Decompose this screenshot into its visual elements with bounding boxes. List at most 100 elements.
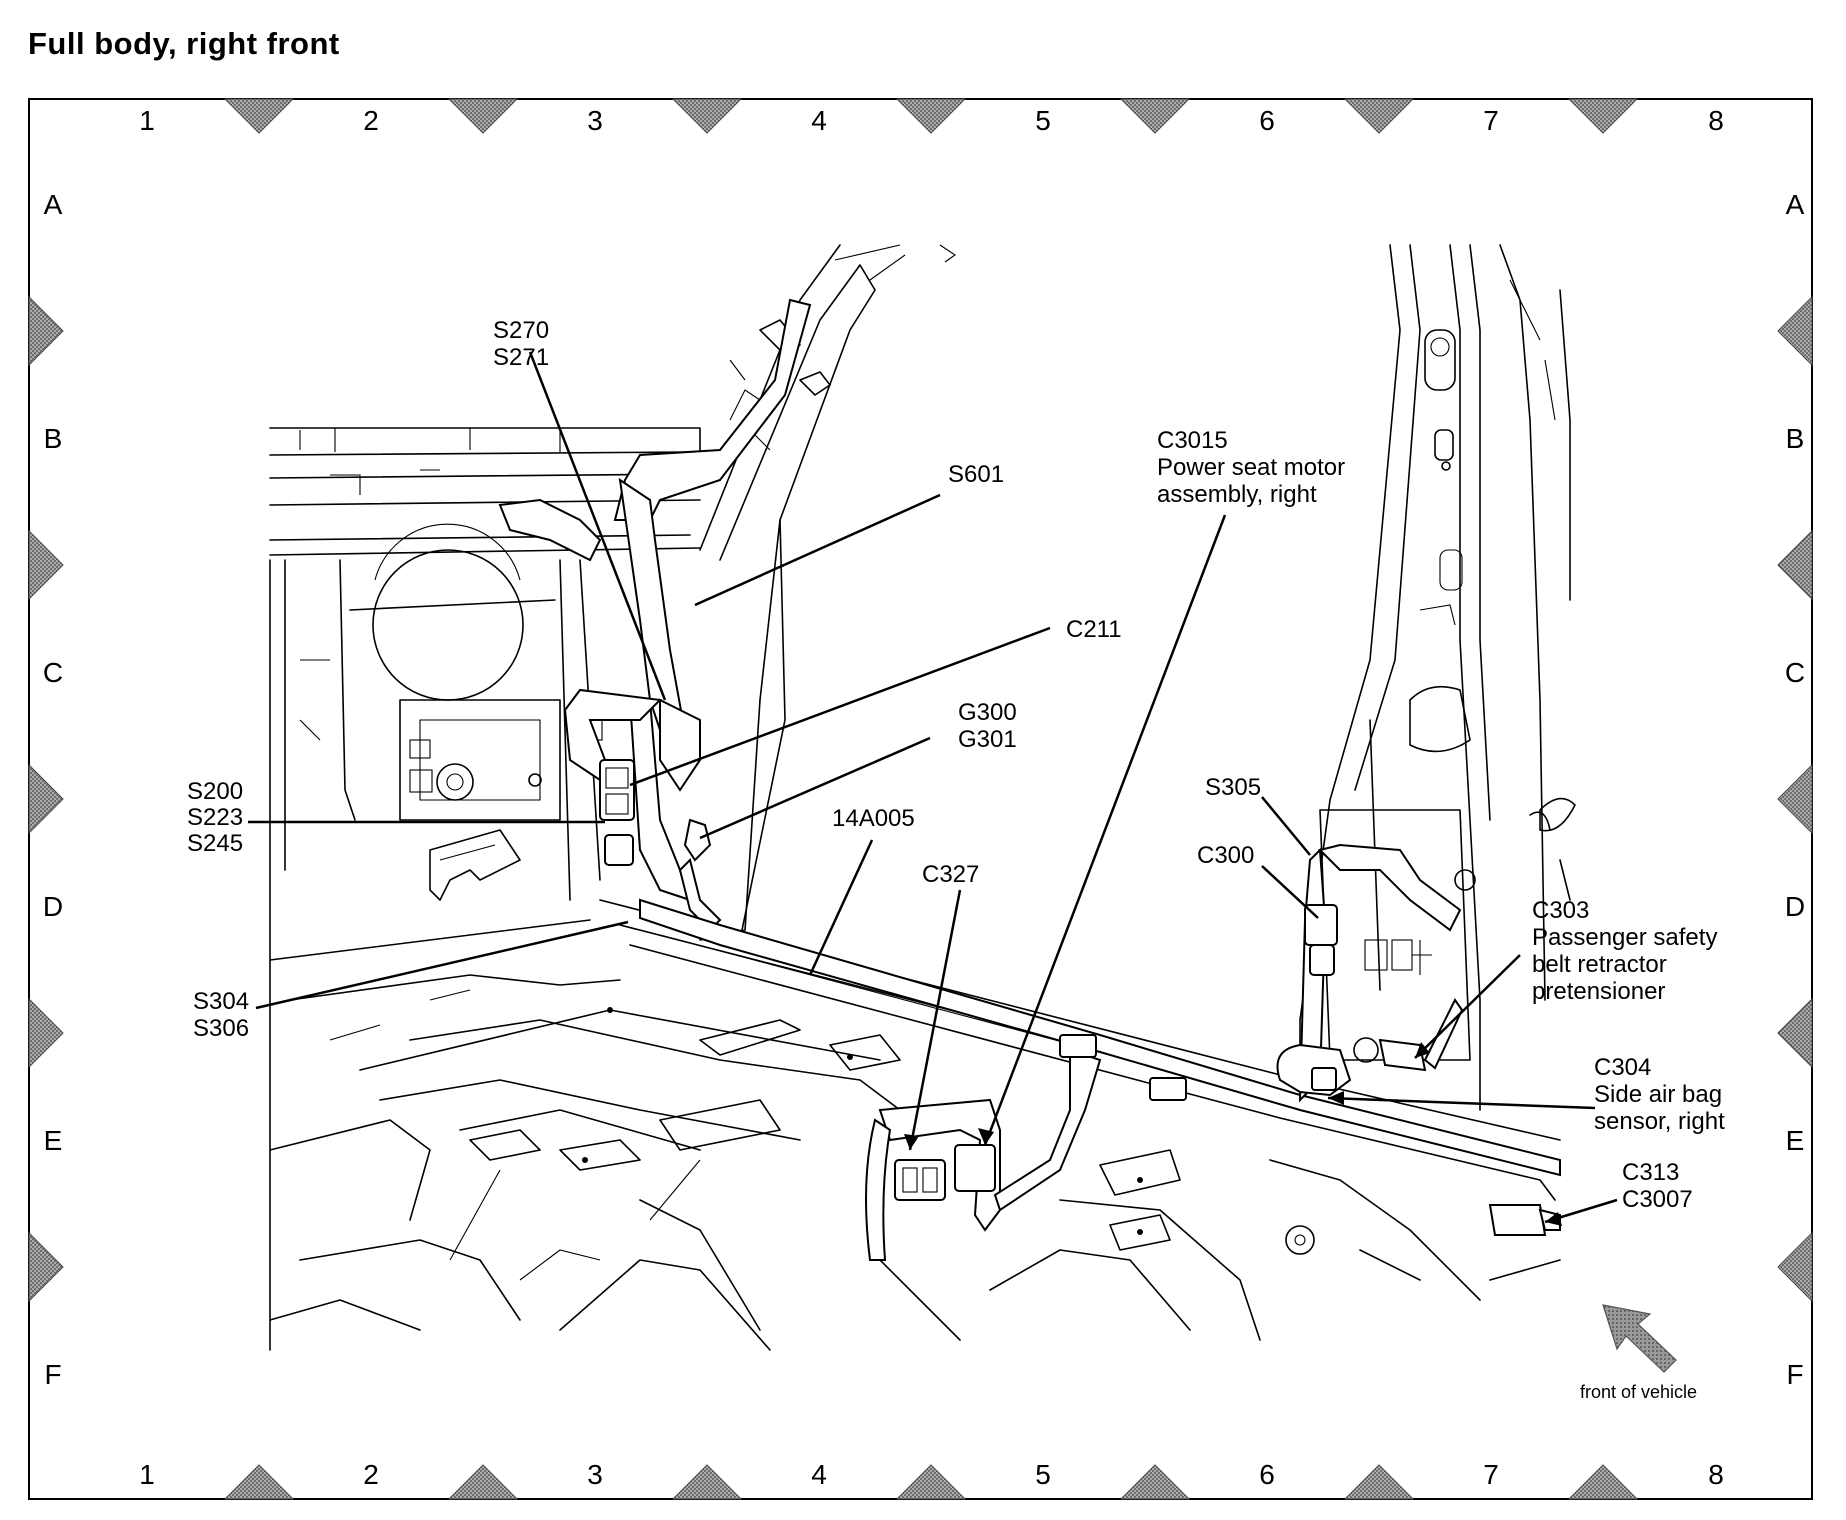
col-label-bottom-1: 1 xyxy=(139,1459,155,1490)
leader-14a005 xyxy=(808,839,874,976)
leader-c3015 xyxy=(983,514,1227,1146)
col-label-bottom-5: 5 xyxy=(1035,1459,1051,1490)
col-label-top-3: 3 xyxy=(587,105,603,136)
triangle-marker-icon xyxy=(223,98,295,134)
label-s200-line1: S200 xyxy=(187,778,243,805)
triangle-marker-icon xyxy=(671,98,743,134)
label-s601-line1: S601 xyxy=(948,461,1004,488)
triangle-marker-icon xyxy=(447,1464,519,1500)
leader-s304 xyxy=(255,920,629,1010)
label-14a005-line1: 14A005 xyxy=(832,805,915,832)
triangle-marker-icon xyxy=(1777,295,1813,367)
label-c300-line1: C300 xyxy=(1197,842,1254,869)
label-c3015-line3: assembly, right xyxy=(1157,481,1317,508)
triangle-marker-icon xyxy=(1119,1464,1191,1500)
triangle-marker-icon xyxy=(28,997,64,1069)
label-c303: C303 Passenger safety belt retractor pre… xyxy=(1532,897,1724,1005)
triangle-marker-icon xyxy=(1343,98,1415,134)
label-c3015: C3015 Power seat motor assembly, right xyxy=(1157,427,1352,508)
row-label-left-c: C xyxy=(43,657,63,688)
label-g300: G300 G301 xyxy=(958,699,1023,753)
triangle-marker-icon xyxy=(28,295,64,367)
label-c300: C300 xyxy=(1197,842,1254,869)
col-label-top-4: 4 xyxy=(811,105,827,136)
triangle-marker-icon xyxy=(28,763,64,835)
row-label-left-a: A xyxy=(44,189,63,220)
label-s601: S601 xyxy=(948,461,1004,488)
col-label-top-6: 6 xyxy=(1259,105,1275,136)
label-s200-line2: S223 xyxy=(187,804,243,831)
triangle-marker-icon xyxy=(1567,1464,1639,1500)
row-label-left-d: D xyxy=(43,891,63,922)
row-label-right-d: D xyxy=(1785,891,1805,922)
wiring-harness xyxy=(498,298,1561,1261)
label-c211-line1: C211 xyxy=(1066,616,1122,643)
col-label-bottom-3: 3 xyxy=(587,1459,603,1490)
leader-c300 xyxy=(1261,865,1319,919)
leader-s601 xyxy=(694,493,941,607)
label-s304-line2: S306 xyxy=(193,1015,249,1042)
label-c303-line2: Passenger safety xyxy=(1532,924,1717,951)
label-s270: S270 S271 xyxy=(493,317,556,371)
triangle-marker-icon xyxy=(223,1464,295,1500)
triangle-marker-icon xyxy=(671,1464,743,1500)
triangle-marker-icon xyxy=(1567,98,1639,134)
label-c303-line4: pretensioner xyxy=(1532,978,1665,1005)
label-s304-line1: S304 xyxy=(193,988,249,1015)
leader-s305 xyxy=(1261,796,1311,856)
col-label-top-5: 5 xyxy=(1035,105,1051,136)
row-label-right-e: E xyxy=(1786,1125,1805,1156)
page-title: Full body, right front xyxy=(28,26,340,61)
row-label-right-a: A xyxy=(1786,189,1805,220)
label-c327: C327 xyxy=(922,861,979,888)
triangle-marker-icon xyxy=(895,1464,967,1500)
col-label-bottom-7: 7 xyxy=(1483,1459,1499,1490)
leader-lines xyxy=(248,351,1618,1226)
leader-c211 xyxy=(629,626,1051,787)
label-c313: C313 C3007 xyxy=(1622,1159,1693,1213)
label-s270-line2: S271 xyxy=(493,344,549,371)
leader-c304 xyxy=(1327,1096,1596,1110)
row-label-left-b: B xyxy=(44,423,63,454)
label-c211: C211 xyxy=(1066,616,1122,643)
triangle-marker-icon xyxy=(1343,1464,1415,1500)
col-label-top-7: 7 xyxy=(1483,105,1499,136)
label-c304-line1: C304 xyxy=(1594,1054,1651,1081)
triangle-marker-icon xyxy=(1777,529,1813,601)
triangle-marker-icon xyxy=(1777,763,1813,835)
label-c3015-line1: C3015 xyxy=(1157,427,1228,454)
label-c303-line3: belt retractor xyxy=(1532,951,1667,978)
label-s305: S305 xyxy=(1205,774,1261,801)
row-label-right-b: B xyxy=(1786,423,1805,454)
col-label-top-2: 2 xyxy=(363,105,379,136)
label-g300-line1: G300 xyxy=(958,699,1017,726)
label-c303-line1: C303 xyxy=(1532,897,1589,924)
triangle-marker-icon xyxy=(1119,98,1191,134)
label-s200-line3: S245 xyxy=(187,830,243,857)
label-c313-line1: C313 xyxy=(1622,1159,1679,1186)
triangle-marker-icon xyxy=(1777,997,1813,1069)
grid-labels: 1 2 3 4 5 6 7 8 1 2 3 4 5 6 7 8 A B C D … xyxy=(43,105,1805,1490)
col-label-bottom-8: 8 xyxy=(1708,1459,1724,1490)
col-label-bottom-2: 2 xyxy=(363,1459,379,1490)
col-label-bottom-6: 6 xyxy=(1259,1459,1275,1490)
row-label-right-c: C xyxy=(1785,657,1805,688)
leader-c327 xyxy=(908,889,962,1151)
col-label-bottom-4: 4 xyxy=(811,1459,827,1490)
row-label-left-f: F xyxy=(44,1359,61,1390)
callout-labels: S270 S271 S601 C211 G300 G301 S200 S223 … xyxy=(187,317,1725,1213)
triangle-marker-icon xyxy=(28,529,64,601)
label-s270-line1: S270 xyxy=(493,317,549,344)
triangle-marker-icon xyxy=(447,98,519,134)
triangle-marker-icon xyxy=(1777,1231,1813,1303)
row-label-right-f: F xyxy=(1786,1359,1803,1390)
triangle-marker-icon xyxy=(895,98,967,134)
label-c3015-line2: Power seat motor xyxy=(1157,454,1345,481)
label-c313-line2: C3007 xyxy=(1622,1186,1693,1213)
label-s200: S200 S223 S245 xyxy=(187,778,250,857)
leader-g300 xyxy=(699,736,931,840)
label-s305-line1: S305 xyxy=(1205,774,1261,801)
label-s304: S304 S306 xyxy=(193,988,256,1042)
front-arrow-icon xyxy=(1602,1304,1677,1373)
